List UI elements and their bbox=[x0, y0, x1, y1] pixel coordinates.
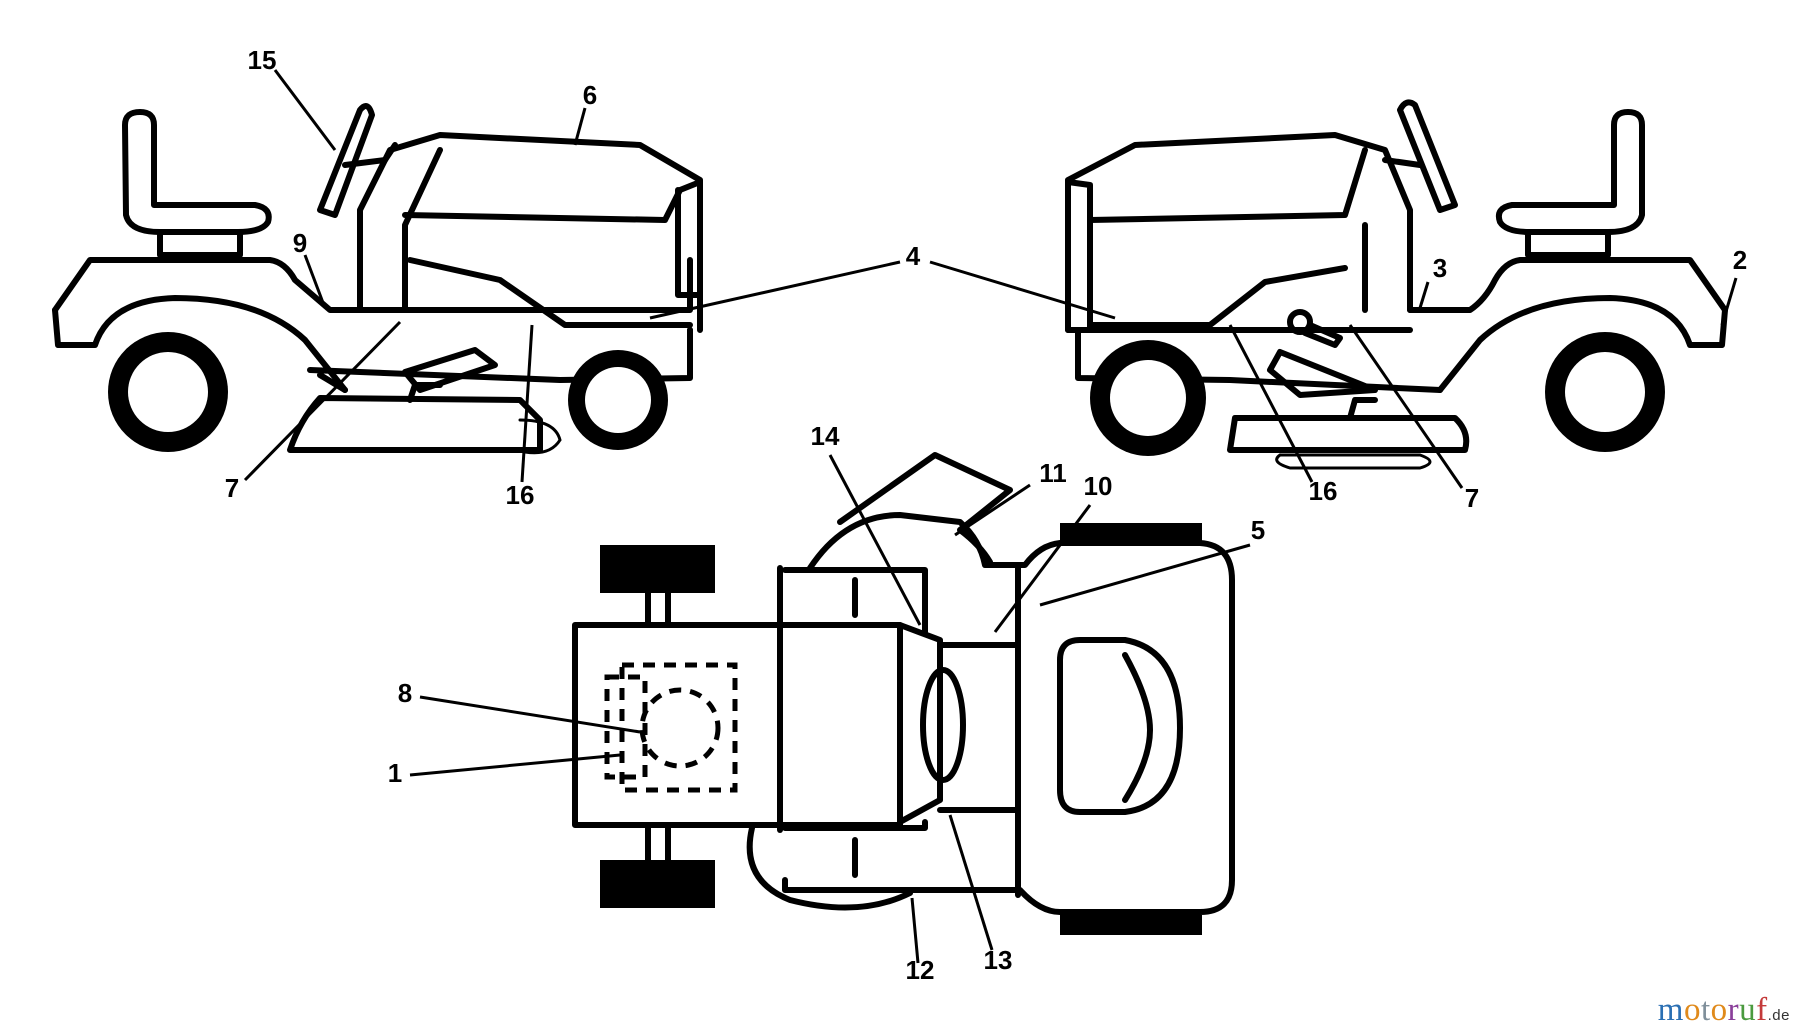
front-wheel-top bbox=[1060, 523, 1202, 543]
watermark-letter: f bbox=[1756, 992, 1768, 1028]
watermark-letter: r bbox=[1727, 992, 1740, 1028]
steering-wheel bbox=[1397, 99, 1458, 213]
rear-wheel-top bbox=[600, 545, 715, 593]
rear-wheel-top bbox=[600, 860, 715, 908]
callout-7-left: 7 bbox=[225, 473, 239, 503]
discharge-chute bbox=[837, 452, 1013, 565]
steering-wheel bbox=[317, 103, 375, 218]
front-wheel-top bbox=[1060, 915, 1202, 935]
callout-16-left: 16 bbox=[506, 480, 535, 510]
mower-deck bbox=[1227, 415, 1470, 453]
callout-6: 6 bbox=[583, 80, 597, 110]
callout-7-right: 7 bbox=[1465, 483, 1479, 513]
watermark-letter: o bbox=[1710, 992, 1728, 1028]
callout-14: 14 bbox=[811, 421, 840, 451]
callout-5: 5 bbox=[1251, 515, 1265, 545]
watermark-letter: u bbox=[1739, 992, 1757, 1028]
watermark-letter: m bbox=[1657, 992, 1684, 1028]
callout-leaders bbox=[243, 69, 1738, 964]
callout-1: 1 bbox=[388, 758, 402, 788]
tractor-top-view bbox=[572, 452, 1235, 935]
watermark-letter: t bbox=[1700, 992, 1711, 1028]
callout-4: 4 bbox=[906, 241, 921, 271]
callout-12: 12 bbox=[906, 955, 935, 985]
callout-11: 11 bbox=[1039, 458, 1067, 488]
watermark-suffix: .de bbox=[1767, 1007, 1790, 1024]
callout-2: 2 bbox=[1733, 245, 1747, 275]
seat bbox=[1495, 109, 1645, 235]
callout-3: 3 bbox=[1433, 253, 1447, 283]
callout-labels: 15 6 9 4 7 16 3 2 16 7 14 11 10 5 8 1 12… bbox=[225, 45, 1747, 985]
engine-outline bbox=[619, 662, 738, 793]
callout-16-right: 16 bbox=[1309, 476, 1338, 506]
watermark-letter: o bbox=[1683, 992, 1701, 1028]
callout-10: 10 bbox=[1084, 471, 1113, 501]
tractor-left-side-view bbox=[52, 103, 703, 455]
callout-8: 8 bbox=[398, 678, 412, 708]
mower-deck bbox=[287, 395, 543, 453]
callout-15: 15 bbox=[248, 45, 277, 75]
seat bbox=[122, 109, 272, 235]
rear-fender bbox=[52, 257, 693, 313]
fender-top bbox=[572, 622, 903, 828]
motoruf-watermark-logo: motoruf.de bbox=[1657, 992, 1790, 1028]
callout-9: 9 bbox=[293, 228, 307, 258]
callout-13: 13 bbox=[984, 945, 1013, 975]
rear-fender bbox=[1407, 257, 1728, 313]
tractor-right-side-view bbox=[1065, 99, 1728, 470]
